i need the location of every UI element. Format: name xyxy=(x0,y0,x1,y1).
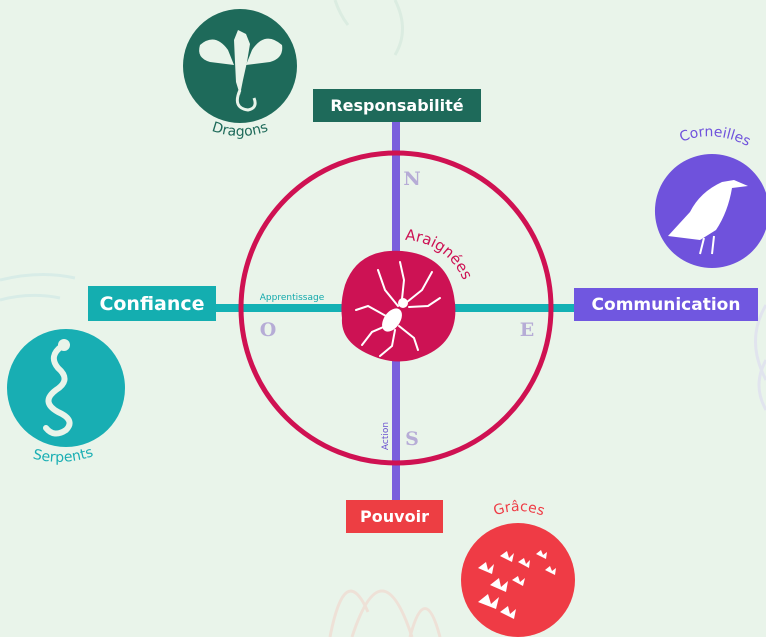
spider-icon xyxy=(355,261,441,357)
apprentissage-label: Apprentissage xyxy=(260,293,325,303)
crow-icon xyxy=(668,180,748,255)
dragons-emblem: Dragons xyxy=(183,9,297,140)
dragon-tail xyxy=(235,89,257,112)
dragon-icon xyxy=(199,30,283,95)
compass-ring xyxy=(238,150,554,466)
graces-label: Grâces xyxy=(492,499,547,520)
pouvoir-label: Pouvoir xyxy=(346,500,443,533)
serpents-emblem: Serpents xyxy=(7,329,125,466)
south-letter: S xyxy=(405,428,419,450)
butterflies-icon xyxy=(478,550,556,619)
north-letter: N xyxy=(403,168,420,190)
snake-head xyxy=(58,339,70,351)
araignees-emblem: Araignées xyxy=(341,226,476,362)
west-letter: O xyxy=(260,319,277,341)
snake-icon xyxy=(43,343,73,437)
serpents-circle xyxy=(7,329,125,447)
confiance-label: Confiance xyxy=(88,286,216,321)
corneilles-label: Corneilles xyxy=(677,124,753,150)
dragons-label: Dragons xyxy=(210,119,270,140)
communication-label: Communication xyxy=(574,288,758,321)
corneilles-emblem: Corneilles xyxy=(654,124,766,268)
action-label: Action xyxy=(381,422,391,450)
serpents-label: Serpents xyxy=(31,444,95,465)
responsabilite-label: Responsabilité xyxy=(313,89,481,122)
east-letter: E xyxy=(520,319,534,341)
graces-emblem: Grâces xyxy=(461,499,575,637)
